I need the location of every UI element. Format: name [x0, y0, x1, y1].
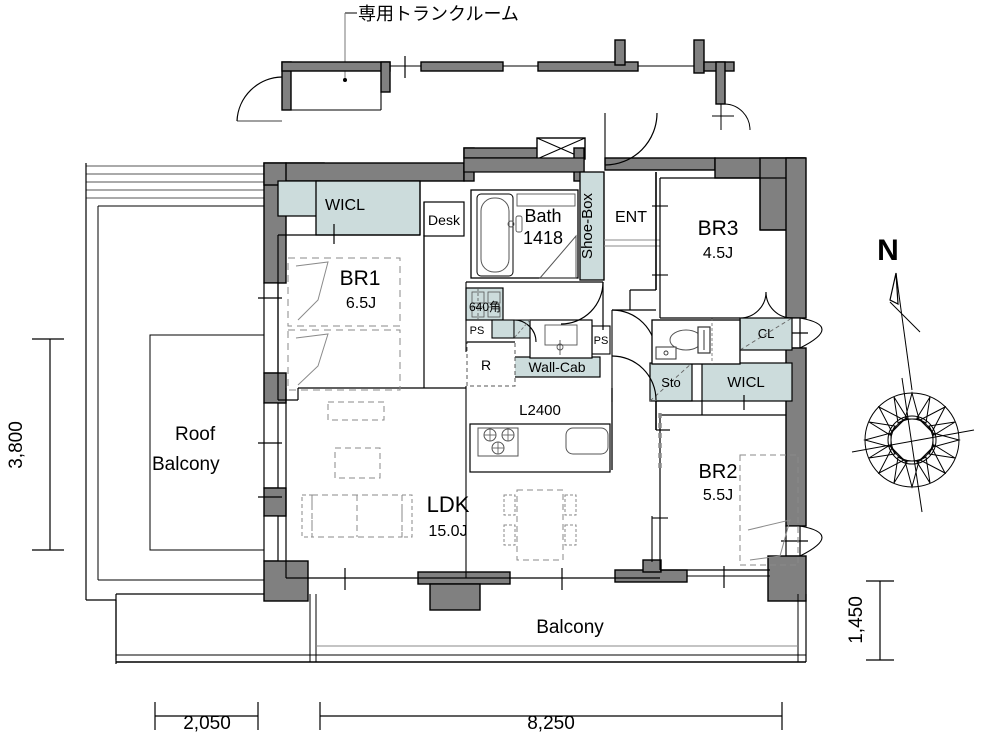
- dimension-right-vertical: 1,450: [846, 580, 894, 661]
- shoe-box-label: Shoe-Box: [579, 193, 596, 259]
- bath-label: Bath: [524, 206, 561, 226]
- room-br1: BR1 6.5J: [277, 181, 425, 401]
- roof-balcony-label-line2: Balcony: [152, 454, 220, 475]
- storage-fill-areas: WICL Shoe-Box 640角 PS PS Wall-Cab CL WIC…: [277, 171, 793, 410]
- br2-window-door: [781, 525, 823, 557]
- cl-label: CL: [758, 326, 775, 341]
- br2-area: 5.5J: [703, 487, 733, 504]
- refrigerator-label: R: [481, 357, 491, 373]
- entrance-area: ENT: [603, 172, 660, 402]
- ps-right-label: PS: [594, 335, 609, 347]
- bath-size: 1418: [523, 228, 563, 248]
- br1-label: BR1: [340, 267, 381, 290]
- dimension-3800-label: 3,800: [6, 421, 27, 469]
- ps-left-label: PS: [470, 325, 485, 337]
- room-br2: BR2 5.5J: [651, 413, 799, 571]
- balcony-label: Balcony: [536, 617, 604, 638]
- wall-cab-label: Wall-Cab: [528, 359, 585, 375]
- wicl-top-label: WICL: [325, 197, 365, 214]
- dimension-bottom: 2,050 8,250: [154, 702, 783, 734]
- ldk-label: LDK: [427, 492, 470, 517]
- top-corridor-walls: [236, 39, 751, 131]
- sto-label: Sto: [661, 375, 681, 390]
- wicl-right-label: WICL: [727, 374, 765, 391]
- exterior-walls: [258, 112, 823, 611]
- balcony-area: Balcony: [115, 593, 807, 664]
- hallway-to-br2: [655, 400, 703, 431]
- desk-label: Desk: [428, 212, 461, 228]
- roof-balcony-label-line1: Roof: [175, 424, 216, 445]
- toilet-room: [651, 318, 741, 365]
- ldk-area: 15.0J: [428, 523, 467, 540]
- br2-label: BR2: [699, 461, 738, 483]
- room-bath: Bath 1418: [470, 189, 579, 279]
- dimension-2050-label: 2,050: [183, 713, 231, 734]
- powder-room: [465, 281, 604, 359]
- trunk-room-label: 専用トランクルーム: [358, 4, 519, 24]
- room-br3: BR3 4.5J: [652, 177, 793, 319]
- dimension-left-vertical: 3,800: [6, 338, 64, 551]
- compass-north-label: N: [877, 234, 899, 267]
- room-ldk: L2400 LDK 15.0J: [285, 386, 660, 579]
- dimension-1450-label: 1,450: [846, 596, 867, 644]
- br3-label: BR3: [698, 217, 739, 240]
- compass-rose: N: [851, 234, 975, 513]
- l2400-label: L2400: [519, 402, 561, 419]
- roof-balcony-area: Roof Balcony: [85, 163, 276, 660]
- br1-area: 6.5J: [346, 295, 376, 312]
- washer-640-label: 640角: [469, 300, 501, 314]
- br3-area: 4.5J: [703, 245, 733, 262]
- ent-label: ENT: [615, 209, 647, 226]
- desk-area: Desk: [423, 201, 465, 300]
- refrigerator-area: R: [466, 341, 516, 387]
- dimension-8250-label: 8,250: [527, 713, 575, 734]
